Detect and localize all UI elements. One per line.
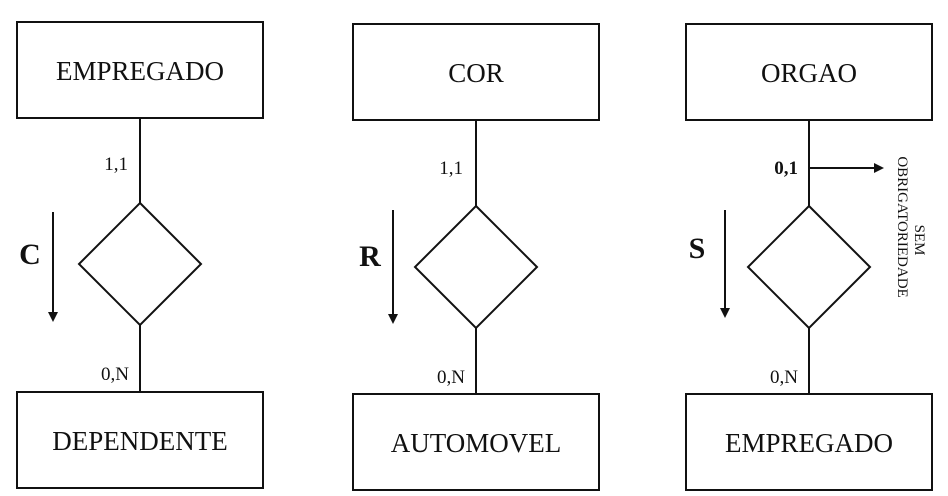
cardinality-top: 1,1 <box>104 154 128 175</box>
relationship-label-c: C <box>19 238 41 271</box>
er-diagram-2: COR 1,1 0,N R AUTOMOVEL <box>352 23 600 491</box>
entity-box-bottom <box>685 393 933 491</box>
relationship-label-r: R <box>359 240 381 273</box>
relationship-diamond <box>77 201 203 327</box>
cardinality-top: 1,1 <box>439 158 463 179</box>
entity-name-dependente: DEPENDENTE <box>52 426 227 456</box>
er-diagram-3: ORGAO 0,1 SEM OBRIGATORIEDADE 0,N S EMPR… <box>685 23 933 491</box>
entity-box-top <box>352 23 600 121</box>
annotation-sem: SEM <box>911 225 927 256</box>
relationship-diamond <box>746 204 872 330</box>
cardinality-bottom: 0,N <box>770 367 798 388</box>
entity-box-bottom <box>16 391 264 489</box>
cardinality-bottom: 0,N <box>101 364 129 385</box>
entity-name-orgao: ORGAO <box>761 58 857 88</box>
entity-box-bottom <box>352 393 600 491</box>
entity-name-empregado: EMPREGADO <box>56 56 224 86</box>
entity-name-empregado: EMPREGADO <box>725 428 893 458</box>
cardinality-top: 0,1 <box>774 158 798 179</box>
relationship-label-s: S <box>689 232 706 265</box>
er-diagram-1: EMPREGADO 1,1 0,N C DEPENDENTE <box>16 21 264 489</box>
cardinality-bottom: 0,N <box>437 367 465 388</box>
entity-name-automovel: AUTOMOVEL <box>391 428 562 458</box>
entity-box-top <box>685 23 933 121</box>
entity-box-top <box>16 21 264 119</box>
annotation-obrigatoriedade: OBRIGATORIEDADE <box>894 156 910 297</box>
relationship-diamond <box>413 204 539 330</box>
entity-name-cor: COR <box>448 58 504 88</box>
